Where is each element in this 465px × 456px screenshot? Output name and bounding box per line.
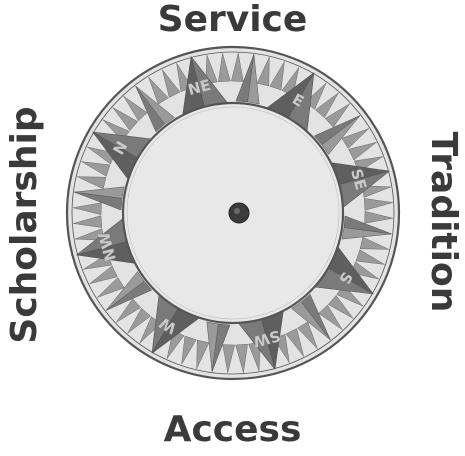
label-scholarship: Scholarship bbox=[7, 106, 43, 343]
label-access: Access bbox=[0, 412, 465, 448]
center-hub-highlight bbox=[234, 208, 240, 214]
label-tradition: Tradition bbox=[425, 132, 461, 313]
label-service: Service bbox=[0, 2, 465, 38]
